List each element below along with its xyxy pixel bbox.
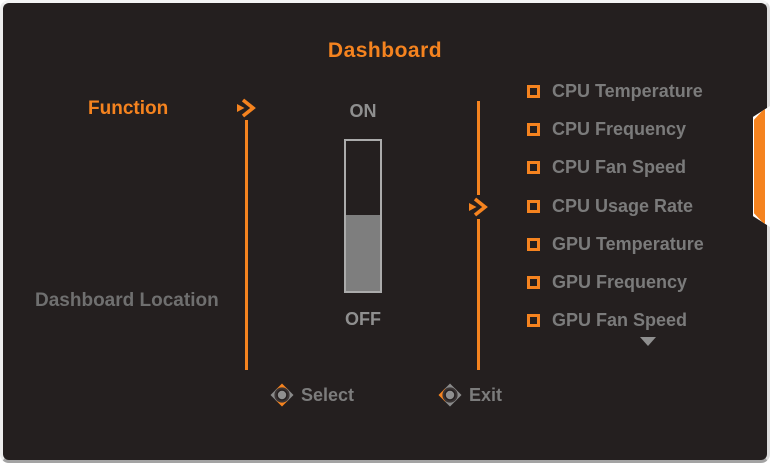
option-row[interactable]: GPU Frequency xyxy=(527,263,704,301)
chevron-right-icon xyxy=(468,195,490,219)
page-title: Dashboard xyxy=(327,39,443,62)
divider-line-2 xyxy=(477,101,480,370)
chevron-down-icon[interactable] xyxy=(640,337,656,346)
side-tab xyxy=(753,106,770,227)
checkbox-icon[interactable] xyxy=(527,161,540,175)
dashboard-options-list: CPU Temperature CPU Frequency CPU Fan Sp… xyxy=(527,72,704,340)
checkbox-icon[interactable] xyxy=(527,84,540,98)
option-row[interactable]: CPU Fan Speed xyxy=(527,149,704,187)
divider-line-1 xyxy=(245,101,248,370)
slider-fill xyxy=(346,215,380,291)
option-row[interactable]: CPU Usage Rate xyxy=(527,187,704,225)
on-off-slider[interactable] xyxy=(344,139,382,293)
option-row[interactable]: GPU Temperature xyxy=(527,225,704,263)
joystick-select-icon xyxy=(270,383,294,407)
chevron-right-icon xyxy=(236,96,258,120)
checkbox-icon[interactable] xyxy=(527,237,540,251)
checkbox-icon[interactable] xyxy=(527,314,540,328)
footer-select-hint: Select xyxy=(269,382,354,408)
option-row[interactable]: GPU Fan Speed xyxy=(527,302,704,340)
toggle-on-label: ON xyxy=(349,101,377,121)
exit-label: Exit xyxy=(469,384,503,405)
joystick-exit-icon xyxy=(438,383,462,407)
checkbox-icon[interactable] xyxy=(527,199,540,213)
option-row[interactable]: CPU Frequency xyxy=(527,110,704,148)
toggle-off-label: OFF xyxy=(345,309,381,329)
menu-item-dashboard-location[interactable]: Dashboard Location xyxy=(35,290,219,311)
menu-item-function[interactable]: Function xyxy=(88,98,169,119)
checkbox-icon[interactable] xyxy=(527,276,540,290)
side-tab-accent xyxy=(754,108,765,225)
select-label: Select xyxy=(301,384,355,405)
option-row[interactable]: CPU Temperature xyxy=(527,72,704,110)
checkbox-icon[interactable] xyxy=(527,122,540,136)
footer-exit-hint: Exit xyxy=(437,382,502,408)
